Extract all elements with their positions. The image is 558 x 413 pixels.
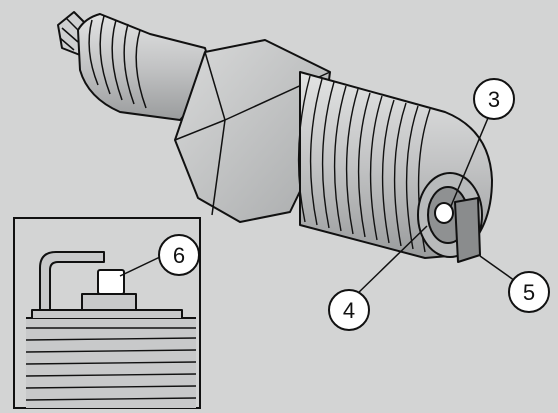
leader-4	[354, 225, 428, 297]
ground-electrode	[454, 197, 481, 263]
callout-3-label: 3	[488, 87, 500, 112]
callout-5-label: 5	[523, 280, 535, 305]
callout-6: 6	[158, 234, 200, 276]
callout-4-label: 4	[343, 298, 355, 323]
insulator	[77, 13, 216, 121]
inset-center-electrode	[97, 269, 125, 295]
center-electrode	[434, 202, 454, 224]
leader-6	[119, 255, 163, 277]
callout-3: 3	[473, 78, 515, 120]
leader-lines	[119, 117, 519, 297]
callout-5: 5	[508, 271, 550, 313]
callout-6-label: 6	[173, 243, 185, 268]
leader-5	[479, 255, 519, 284]
leader-3	[450, 117, 489, 207]
callout-4: 4	[328, 289, 370, 331]
spark-plug	[57, 11, 493, 263]
